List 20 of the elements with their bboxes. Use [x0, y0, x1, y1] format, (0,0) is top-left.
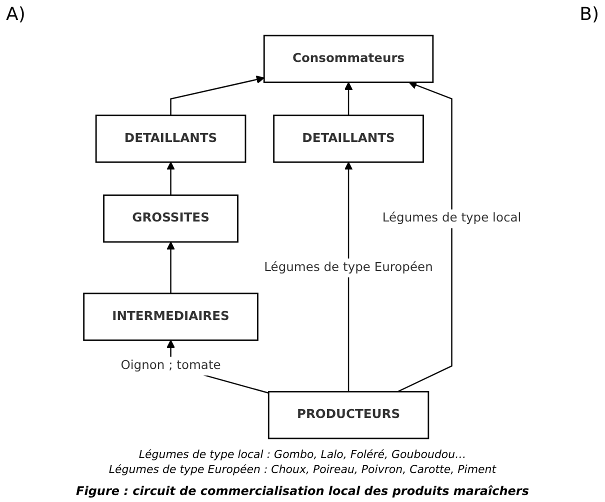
arrow [344, 162, 353, 392]
node-box: PRODUCTEURS [268, 390, 430, 440]
arrow [344, 82, 353, 116]
node-box: Consommateurs [263, 34, 434, 84]
edge-label: Légumes de type local [382, 211, 522, 226]
panel-letter: B) [580, 4, 599, 27]
note-text: Légumes de type local : Gombo, Lalo, Foléré, Gouboudou… [138, 448, 468, 461]
arrow [170, 75, 264, 116]
arrow [166, 242, 175, 294]
arrow [166, 162, 175, 196]
note-text: Légumes de type Européen : Choux, Poireau, Poivron, Carotte, Piment [108, 463, 498, 476]
node-box: DETAILLANTS [273, 114, 424, 163]
edge-label: Oignon ; tomate [120, 358, 221, 373]
arrow [397, 81, 452, 392]
figure-caption: Figure : circuit de commercialisation local des produits maraîchers [75, 484, 530, 498]
node-box: DETAILLANTS [95, 114, 246, 163]
node-box: GROSSITES [103, 194, 238, 243]
edge-label: Légumes de type Européen [264, 260, 433, 275]
node-box: INTERMEDIAIRES [83, 292, 258, 341]
panel-letter: A) [6, 4, 26, 27]
